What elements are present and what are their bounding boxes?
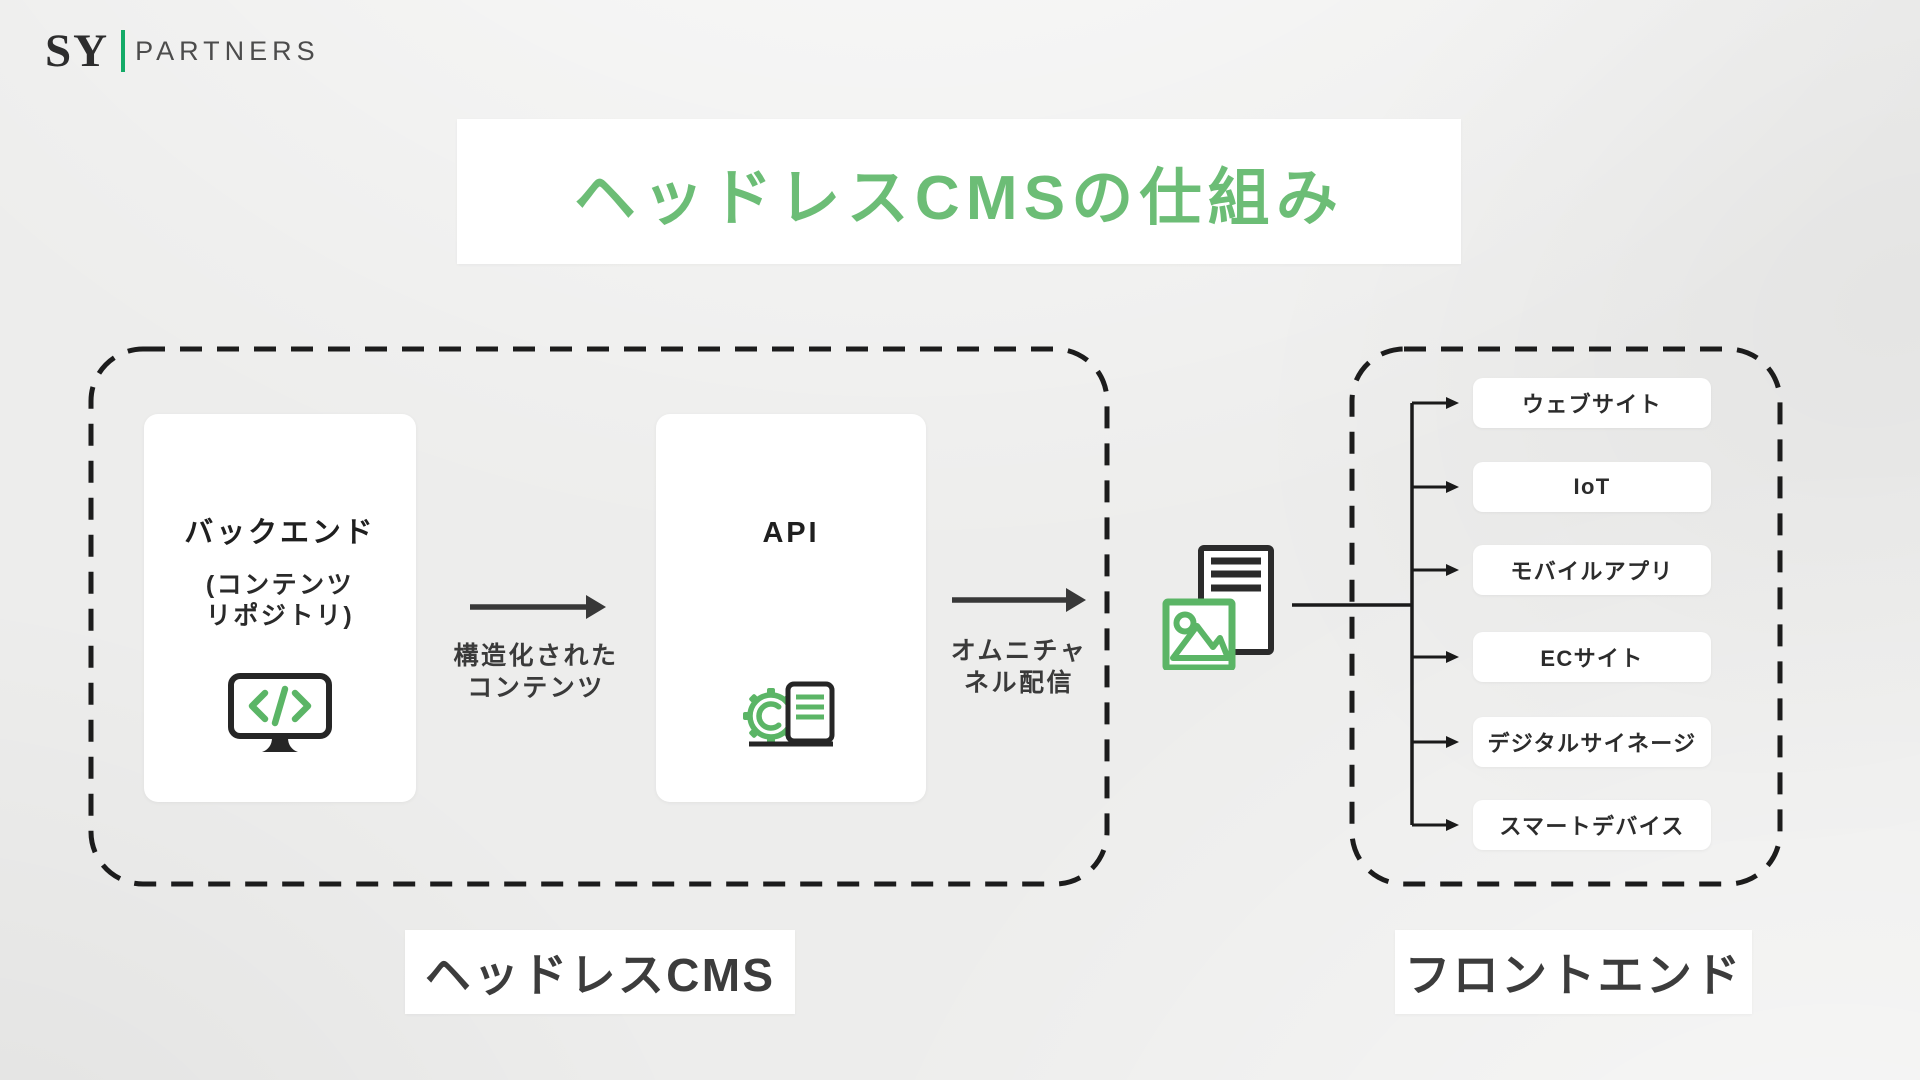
- omnichannel-arrow-label: オムニチャ ネル配信: [909, 635, 1129, 699]
- api-card: API: [656, 414, 926, 802]
- backend-card-subtitle: (コンテンツ リポジトリ): [206, 570, 354, 632]
- monitor-code-icon: [228, 673, 332, 752]
- api-card-title: API: [762, 517, 820, 549]
- structured-content-label-line1: 構造化された: [453, 642, 619, 670]
- frontend-group-label-text: フロントエンド: [1404, 949, 1743, 1001]
- structured-content-arrow-label: 構造化された コンテンツ: [416, 640, 656, 704]
- delivery-connector-tree: [1292, 397, 1459, 831]
- channel-label: スマートデバイス: [1499, 814, 1685, 839]
- headless-cms-group-label: ヘッドレスCMS: [405, 930, 795, 1014]
- backend-card-title: バックエンド: [184, 517, 376, 549]
- channel-label: IoT: [1573, 474, 1611, 499]
- channel-pill-website: ウェブサイト: [1473, 378, 1711, 428]
- structured-content-arrow: [470, 595, 606, 619]
- channel-label: モバイルアプリ: [1510, 559, 1674, 584]
- channel-pill-iot: IoT: [1473, 462, 1711, 512]
- omnichannel-arrow: [952, 588, 1086, 612]
- logo: SY PARTNERS: [45, 26, 320, 76]
- omnichannel-label-line1: オムニチャ: [950, 637, 1088, 665]
- logo-divider-bar: [121, 30, 126, 72]
- headless-cms-group-label-text: ヘッドレスCMS: [424, 949, 776, 1001]
- channel-pill-smart-device: スマートデバイス: [1473, 800, 1711, 850]
- omnichannel-label-line2: ネル配信: [963, 669, 1074, 697]
- channel-pill-mobile-app: モバイルアプリ: [1473, 545, 1711, 595]
- frontend-group-label: フロントエンド: [1395, 930, 1752, 1014]
- logo-sy-text: SY: [45, 24, 110, 77]
- title-banner: ヘッドレスCMSの仕組み: [457, 119, 1461, 264]
- document-image-icon: [1160, 544, 1280, 672]
- backend-card-subtitle-line2: リポジトリ): [205, 602, 355, 630]
- logo-partners-text: PARTNERS: [135, 35, 320, 66]
- channel-label: ウェブサイト: [1522, 392, 1662, 417]
- channel-label: ECサイト: [1540, 646, 1644, 671]
- channel-pill-digital-signage: デジタルサイネージ: [1473, 717, 1711, 767]
- channel-label: デジタルサイネージ: [1487, 731, 1697, 756]
- channel-pill-ec-site: ECサイト: [1473, 632, 1711, 682]
- page-title: ヘッドレスCMSの仕組み: [573, 163, 1345, 233]
- backend-card: バックエンド (コンテンツ リポジトリ): [144, 414, 416, 802]
- backend-card-subtitle-line1: (コンテンツ: [205, 571, 355, 599]
- structured-content-label-line2: コンテンツ: [467, 674, 605, 702]
- gear-document-icon: [743, 681, 835, 747]
